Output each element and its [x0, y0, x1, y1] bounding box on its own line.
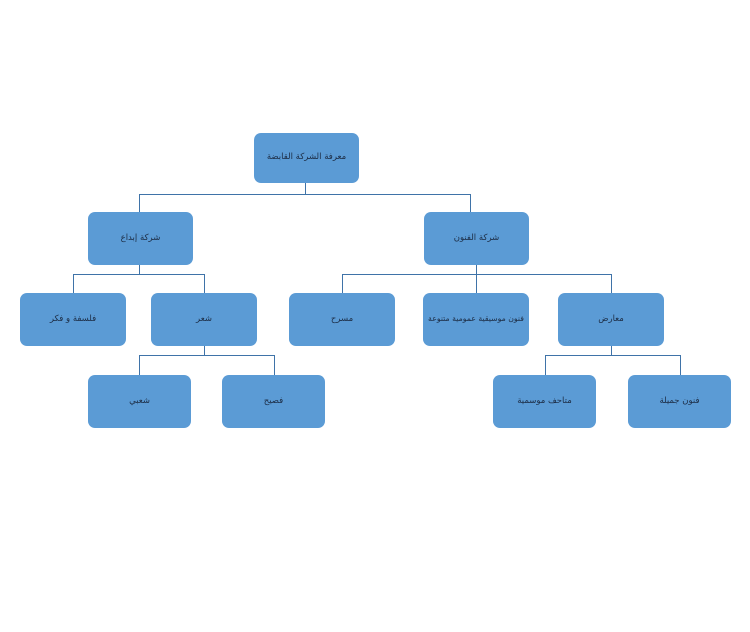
connector-funun-to-maarid	[611, 273, 613, 294]
org-node-fasih-label: فصيح	[263, 395, 284, 406]
connector-root-stem	[304, 183, 306, 194]
org-node-masrah-label: مسرح	[330, 313, 354, 324]
org-node-falsafa[interactable]: فلسفة و فكر	[20, 293, 126, 346]
org-node-maarid-label: معارض	[598, 313, 624, 324]
org-node-funun-label: شركة الفنون	[453, 232, 500, 243]
connector-maarid-bus	[545, 354, 681, 356]
connector-shir-bus	[139, 354, 275, 356]
connector-shir-to-fasih	[274, 354, 276, 376]
connector-ibdaa-to-falsafa	[73, 273, 75, 294]
connector-maarid-to-matahif	[545, 354, 547, 376]
org-node-jamila-label: فنون جميلة	[659, 395, 700, 406]
org-node-falsafa-label: فلسفة و فكر	[49, 313, 97, 324]
connector-ibdaa-to-shir	[204, 273, 206, 294]
connector-shir-stem	[204, 346, 206, 355]
org-node-shir-label: شعر	[196, 313, 212, 324]
org-node-jamila[interactable]: فنون جميلة	[628, 375, 731, 428]
org-node-ibdaa-label: شركة إبداع	[120, 232, 161, 243]
connector-root-to-ibdaa	[139, 193, 141, 213]
org-node-matahif-label: متاحف موسمية	[517, 395, 572, 406]
connector-ibdaa-stem	[139, 265, 141, 274]
org-node-masrah[interactable]: مسرح	[289, 293, 395, 346]
connector-funun-to-musiqa	[476, 273, 478, 294]
org-node-matahif[interactable]: متاحف موسمية	[493, 375, 596, 428]
org-node-fasih[interactable]: فصيح	[222, 375, 325, 428]
org-node-root[interactable]: معرفة الشركة القابضة	[254, 133, 359, 183]
connector-shir-to-shaabi	[139, 354, 141, 376]
org-node-ibdaa[interactable]: شركة إبداع	[88, 212, 193, 265]
org-node-shir[interactable]: شعر	[151, 293, 257, 346]
connector-maarid-stem	[611, 346, 613, 355]
org-node-shaabi[interactable]: شعبي	[88, 375, 191, 428]
org-node-root-label: معرفة الشركة القابضة	[266, 152, 347, 163]
org-node-musiqa-label: فنون موسيقية عمومية متنوعة	[428, 314, 524, 324]
org-node-funun[interactable]: شركة الفنون	[424, 212, 529, 265]
org-node-shaabi-label: شعبي	[129, 395, 150, 406]
connector-ibdaa-bus	[73, 273, 205, 275]
org-node-maarid[interactable]: معارض	[558, 293, 664, 346]
connector-root-to-funun	[470, 193, 472, 213]
connector-funun-to-masrah	[342, 273, 344, 294]
connector-funun-stem	[476, 265, 478, 274]
connector-maarid-to-jamila	[680, 354, 682, 376]
org-node-musiqa[interactable]: فنون موسيقية عمومية متنوعة	[423, 293, 529, 346]
connector-root-bus	[139, 193, 471, 195]
